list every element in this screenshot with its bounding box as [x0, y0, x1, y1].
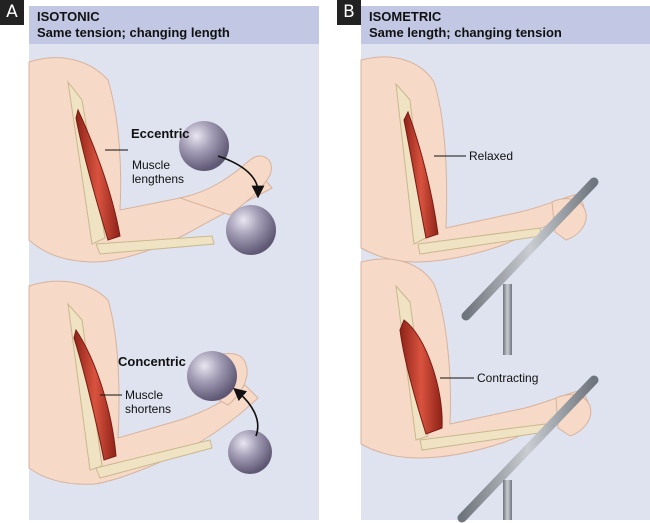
- relaxed-arm: [360, 56, 587, 263]
- muscle-shortens-line2: shortens: [125, 402, 172, 416]
- isotonic-title: ISOTONIC: [37, 9, 100, 24]
- concentric-label: Concentric: [118, 354, 186, 369]
- relaxed-label: Relaxed: [469, 149, 514, 163]
- eccentric-arm: [28, 57, 276, 263]
- isometric-header: ISOMETRIC Same length; changing tension: [361, 6, 650, 44]
- downward-arrow-icon: [217, 155, 265, 199]
- upward-arrow-icon: [233, 387, 259, 437]
- panel-b-tag: B: [337, 0, 361, 25]
- eccentric-label: Eccentric: [131, 126, 190, 141]
- isometric-subtitle: Same length; changing tension: [369, 25, 562, 40]
- top-bar: [461, 177, 599, 355]
- panel-a-tag: A: [0, 0, 24, 25]
- contracting-arm: [360, 258, 592, 459]
- ball-icon: [228, 430, 272, 474]
- concentric-arm: [28, 280, 272, 485]
- muscle-lengthens-line1: Muscle: [132, 158, 171, 172]
- ball-icon: [187, 351, 237, 401]
- bottom-bar: [457, 375, 599, 523]
- isotonic-subtitle: Same tension; changing length: [37, 25, 230, 40]
- contracting-label: Contracting: [477, 371, 539, 385]
- ball-icon: [226, 205, 276, 255]
- ball-icon: [179, 121, 229, 171]
- muscle-shortens-line1: Muscle: [125, 388, 164, 402]
- isotonic-header: ISOTONIC Same tension; changing length: [29, 6, 319, 44]
- muscle-lengthens-line2: lengthens: [132, 172, 185, 186]
- isometric-title: ISOMETRIC: [369, 9, 442, 24]
